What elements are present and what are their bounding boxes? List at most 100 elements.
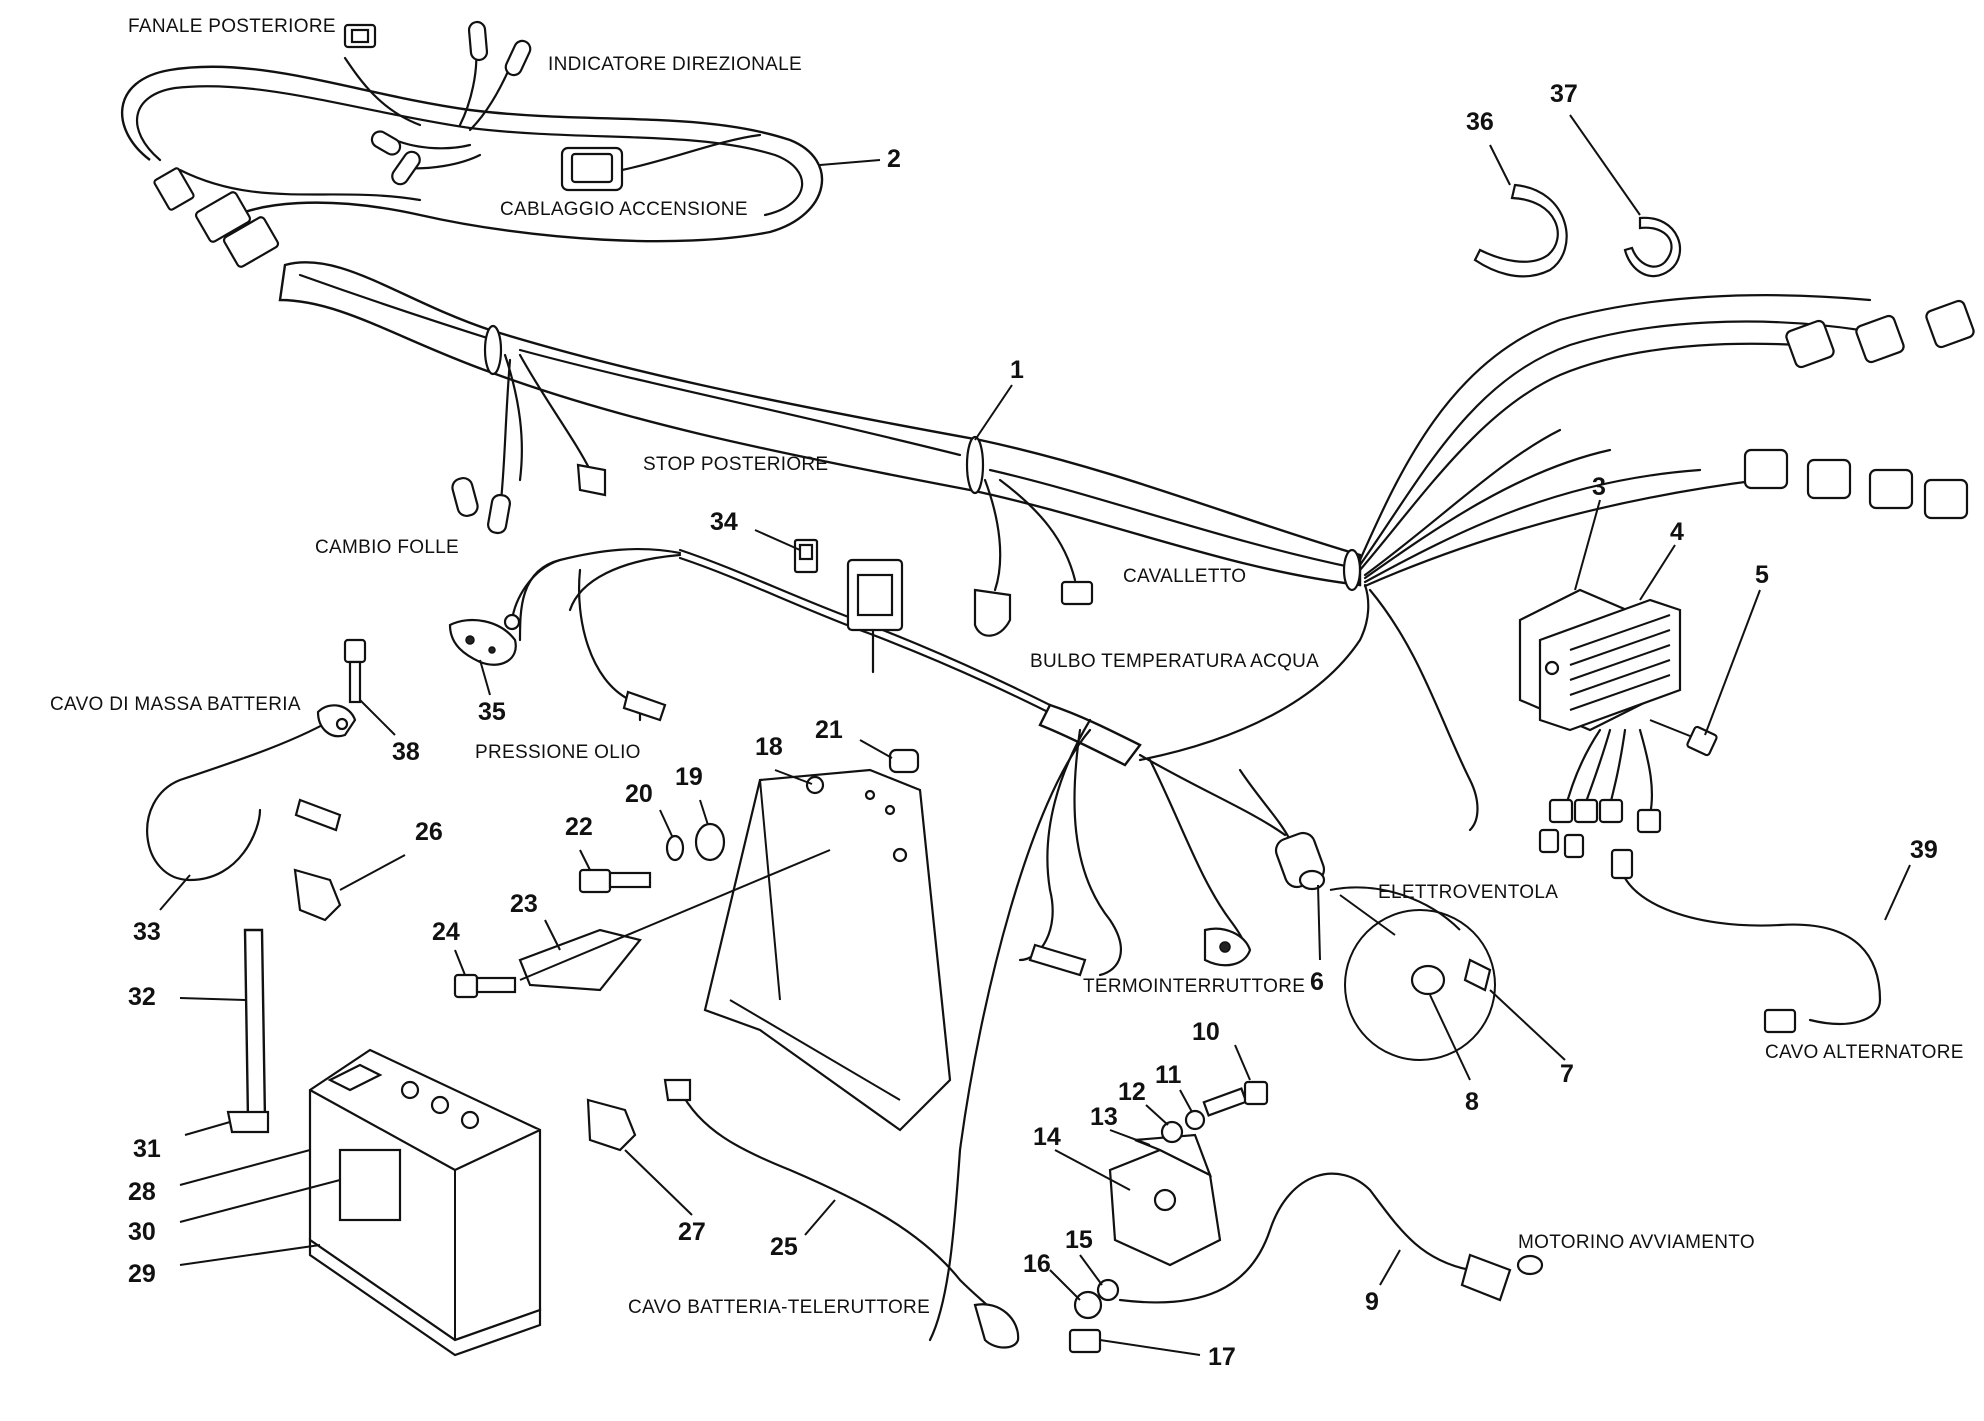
- part-numbers: 1 2 3 4 5 6 7 8 9 10 11 12 13 14 15 16 1…: [128, 80, 1938, 1371]
- part-number-15: 15: [1065, 1226, 1093, 1254]
- part-number-13: 13: [1090, 1103, 1118, 1131]
- rear-light-connector: [343, 23, 377, 49]
- label-cavo-di-massa-batteria: CAVO DI MASSA BATTERIA: [50, 694, 301, 715]
- part-number-18: 18: [755, 733, 783, 761]
- part-number-3: 3: [1592, 473, 1606, 501]
- washer-12: [1160, 1120, 1184, 1144]
- part-number-1: 1: [1010, 356, 1024, 384]
- part-number-24: 24: [432, 918, 460, 946]
- label-cavo-batteria-teleruttore: CAVO BATTERIA-TELERUTTORE: [628, 1297, 930, 1318]
- starter-motor-cable: [1118, 1172, 1544, 1304]
- part-number-17: 17: [1208, 1343, 1236, 1371]
- washer-11: [1184, 1109, 1206, 1131]
- part-number-34: 34: [710, 508, 738, 536]
- label-cambio-folle: CAMBIO FOLLE: [315, 537, 459, 558]
- part-number-9: 9: [1365, 1288, 1379, 1316]
- bracket-plate-23: [518, 849, 831, 992]
- harness-end-connectors: [153, 167, 280, 268]
- alternator-cable: [1610, 848, 1882, 1034]
- part-number-33: 33: [133, 918, 161, 946]
- oil-pressure-terminal: [578, 568, 667, 722]
- part-number-6: 6: [1310, 968, 1324, 996]
- screw-24: [453, 973, 517, 999]
- part-number-39: 39: [1910, 836, 1938, 864]
- cable-tie-large: [1473, 183, 1568, 278]
- part-number-4: 4: [1670, 518, 1684, 546]
- part-number-28: 28: [128, 1178, 156, 1206]
- part-number-7: 7: [1560, 1060, 1574, 1088]
- part-number-19: 19: [675, 763, 703, 791]
- part-number-25: 25: [770, 1233, 798, 1261]
- label-motorino-avviamento: MOTORINO AVVIAMENTO: [1518, 1232, 1755, 1253]
- terminal-cover-27: [586, 1098, 637, 1152]
- label-stop-posteriore: STOP POSTERIORE: [643, 454, 828, 475]
- voltage-regulator: [1518, 588, 1682, 732]
- label-cavo-alternatore: CAVO ALTERNATORE: [1765, 1042, 1964, 1063]
- fuse: [793, 538, 819, 574]
- washer-20: [665, 834, 685, 862]
- regulator-leads: [1538, 728, 1662, 859]
- part-number-2: 2: [887, 145, 901, 173]
- rear-stop-neutral-branch: [451, 353, 607, 535]
- text-labels: FANALE POSTERIORE INDICATORE DIREZIONALE…: [50, 16, 1964, 1318]
- nut-16: [1073, 1290, 1103, 1320]
- part-number-38: 38: [392, 738, 420, 766]
- oil-pressure-sensor: [448, 558, 562, 666]
- label-elettroventola: ELETTROVENTOLA: [1378, 882, 1558, 903]
- part-number-21: 21: [815, 716, 843, 744]
- battery-solenoid-cable: [663, 1078, 1020, 1349]
- part-number-5: 5: [1755, 561, 1769, 589]
- tube-clamp: [226, 1110, 270, 1134]
- breather-tube: [243, 928, 267, 1122]
- label-fanale-posteriore: FANALE POSTERIORE: [128, 16, 336, 37]
- sidestand-branch: [973, 478, 1094, 637]
- fuse-holder: [846, 558, 904, 674]
- turn-indicator-bulbs: [370, 20, 532, 186]
- part-number-26: 26: [415, 818, 443, 846]
- part-number-31: 31: [133, 1135, 161, 1163]
- part-number-23: 23: [510, 890, 538, 918]
- part-number-22: 22: [565, 813, 593, 841]
- battery-ground-cable: [146, 704, 357, 882]
- connector-17: [1068, 1328, 1102, 1354]
- part-number-36: 36: [1466, 108, 1494, 136]
- bracket-rubber-21: [888, 748, 920, 774]
- label-pressione-olio: PRESSIONE OLIO: [475, 742, 641, 763]
- part-number-27: 27: [678, 1218, 706, 1246]
- rear-harness-loop: [120, 38, 824, 243]
- leader-lines: [159, 114, 1911, 1356]
- battery-pad: [308, 1237, 542, 1357]
- thermo-switch: [1203, 927, 1252, 967]
- fan-connector: [1238, 768, 1326, 891]
- part-number-8: 8: [1465, 1088, 1479, 1116]
- part-number-14: 14: [1033, 1123, 1061, 1151]
- ground-bolt: [343, 638, 367, 704]
- part-number-37: 37: [1550, 80, 1578, 108]
- part-number-35: 35: [478, 698, 506, 726]
- label-bulbo-temperatura-acqua: BULBO TEMPERATURA ACQUA: [1030, 651, 1319, 672]
- label-cavalletto: CAVALLETTO: [1123, 566, 1246, 587]
- part-number-16: 16: [1023, 1250, 1051, 1278]
- main-wiring-harness: [278, 261, 1362, 592]
- part-number-20: 20: [625, 780, 653, 808]
- fan-detail-inset: [1329, 886, 1496, 1061]
- cable-tie-small: [1623, 216, 1682, 278]
- spacer-19: [694, 822, 726, 862]
- label-indicatore-direzionale: INDICATORE DIREZIONALE: [548, 54, 802, 75]
- battery-bracket: [703, 768, 952, 1132]
- ignition-connectors-bundle: [1358, 294, 1872, 832]
- screw-22: [578, 868, 652, 894]
- part-number-32: 32: [128, 983, 156, 1011]
- label-cablaggio-accensione: CABLAGGIO ACCENSIONE: [500, 199, 748, 220]
- part-number-12: 12: [1118, 1078, 1146, 1106]
- battery: [308, 1048, 542, 1342]
- label-termointerruttore: TERMOINTERRUTTORE: [1083, 976, 1305, 997]
- screw-10: [1202, 1080, 1269, 1117]
- ignition-harness-connector: [560, 133, 762, 192]
- terminal-cover-26: [293, 868, 342, 922]
- part-number-10: 10: [1192, 1018, 1220, 1046]
- water-temp-bulb-connector: [1028, 943, 1087, 977]
- part-number-29: 29: [128, 1260, 156, 1288]
- regulator-screw: [1649, 719, 1718, 757]
